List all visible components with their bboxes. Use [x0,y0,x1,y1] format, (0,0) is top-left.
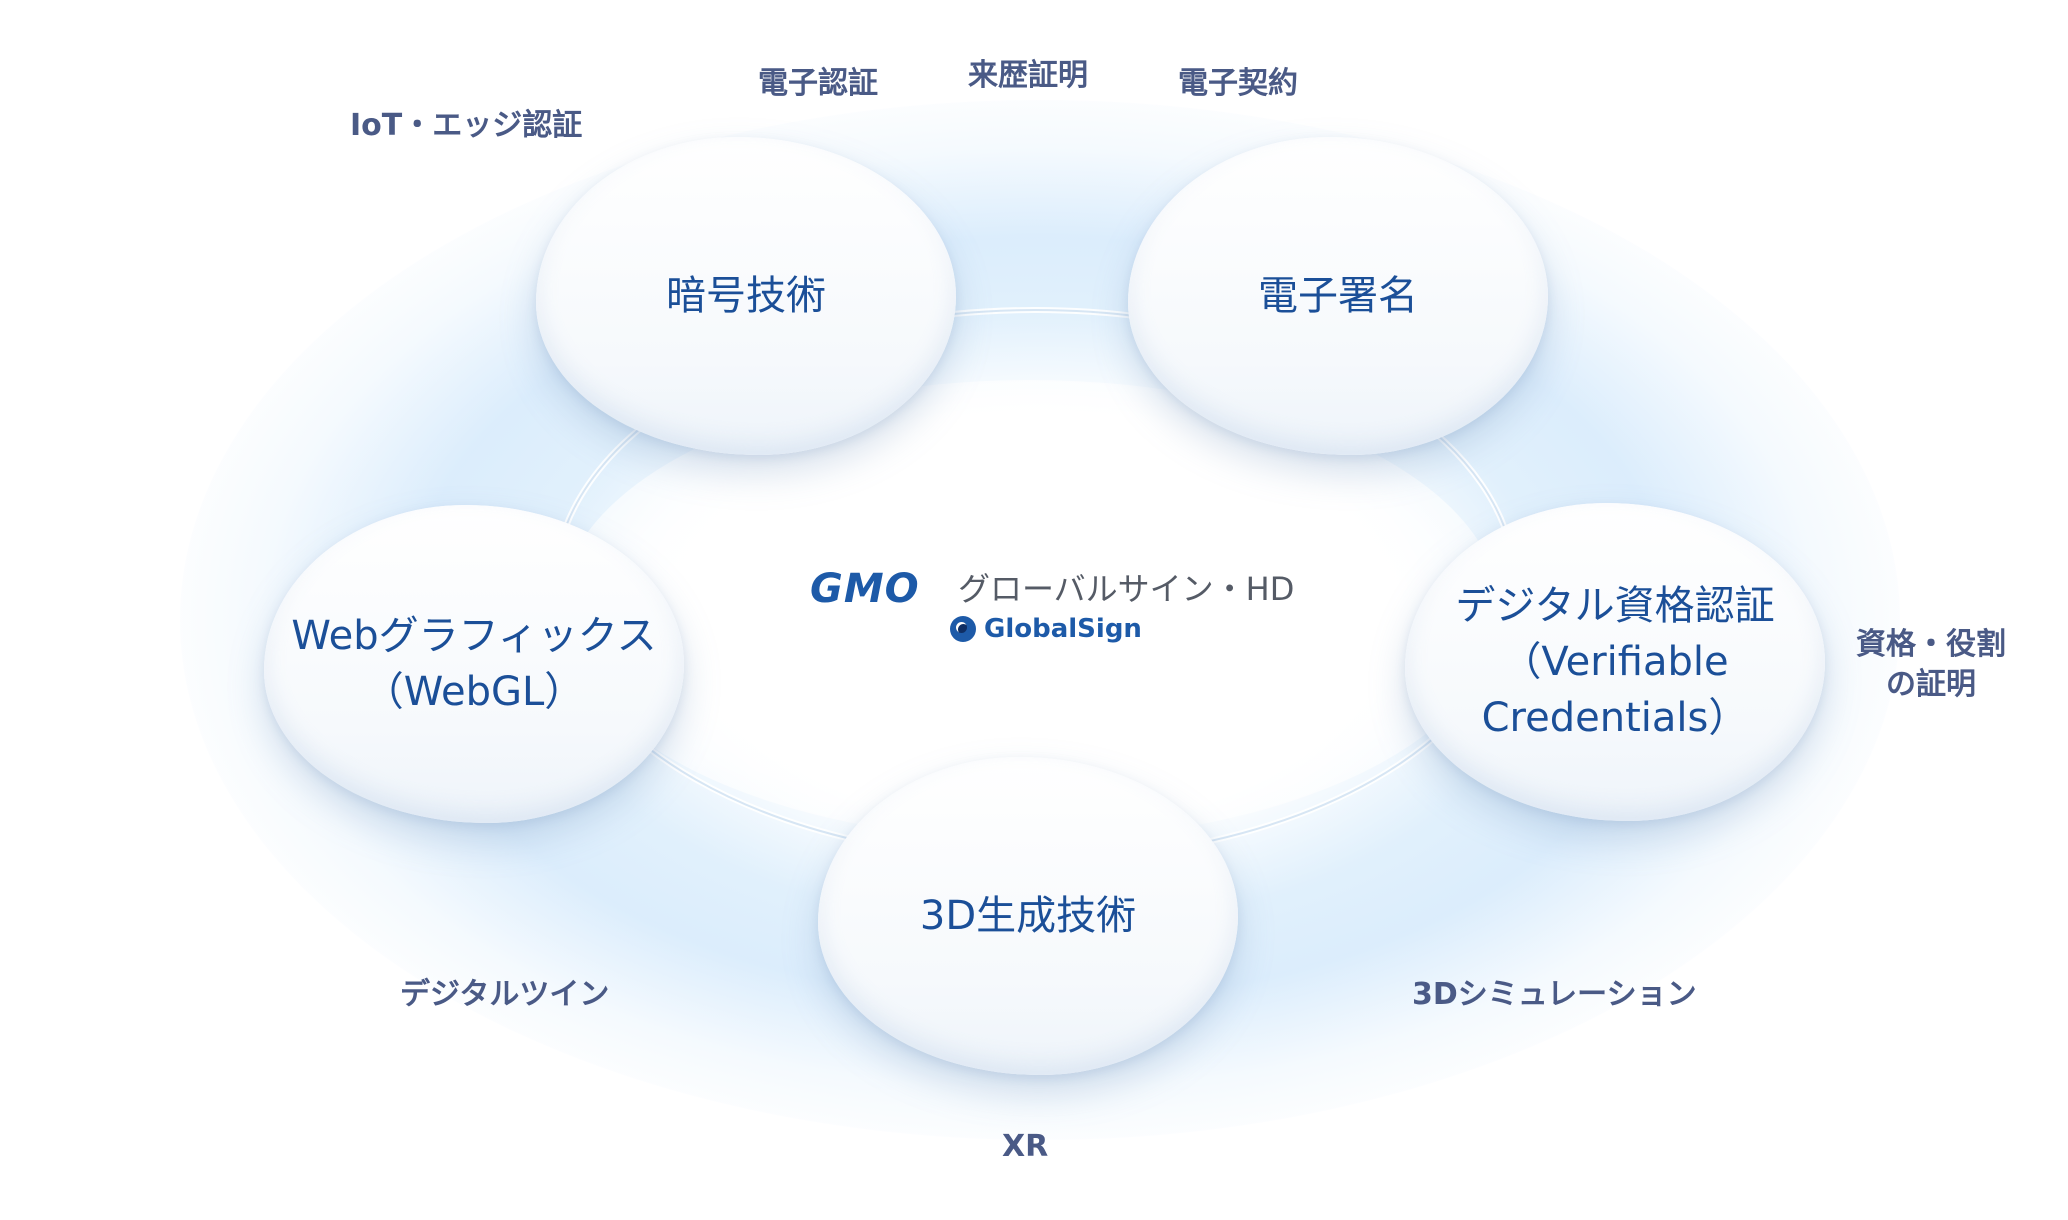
logo-company-name: グローバルサイン・HD [958,570,1295,608]
tech-label: 暗号技術 [666,273,826,319]
application-tag-e-contract: 電子契約 [1178,66,1298,101]
logo-globalsign: GlobalSign [950,614,1142,644]
eye-logo-icon [950,616,976,642]
tech-bubble-crypto: 暗号技術 [536,137,956,455]
tech-bubble-webgl: Webグラフィックス （WebGL） [264,505,684,823]
tech-bubble-signature: 電子署名 [1128,137,1548,455]
logo-sub-brand: GlobalSign [984,614,1142,644]
gmo-globalsign-hd-logo: GMO グローバルサイン・HD GlobalSign [810,566,1294,648]
application-tag-e-auth: 電子認証 [758,66,878,101]
application-tag-qualification: 資格・役割 の証明 [1856,627,2006,702]
application-tag-3d-simulation: 3Dシミュレーション [1412,977,1697,1012]
tech-label: Webグラフィックス （WebGL） [291,613,657,715]
tech-label: デジタル資格認証 （Verifiable Credentials） [1455,583,1775,741]
tech-label: 電子署名 [1258,273,1418,319]
tech-bubble-verifiable-credentials: デジタル資格認証 （Verifiable Credentials） [1405,503,1825,821]
application-tag-provenance: 来歴証明 [968,58,1088,93]
application-tag-digital-twin: デジタルツイン [400,977,610,1012]
tech-label: 3D生成技術 [919,893,1137,939]
tech-bubble-3d-generation: 3D生成技術 [818,757,1238,1075]
application-tag-xr: XR [1002,1129,1049,1164]
logo-brand: GMO [810,566,920,612]
application-tag-iot: IoT・エッジ認証 [350,108,583,143]
